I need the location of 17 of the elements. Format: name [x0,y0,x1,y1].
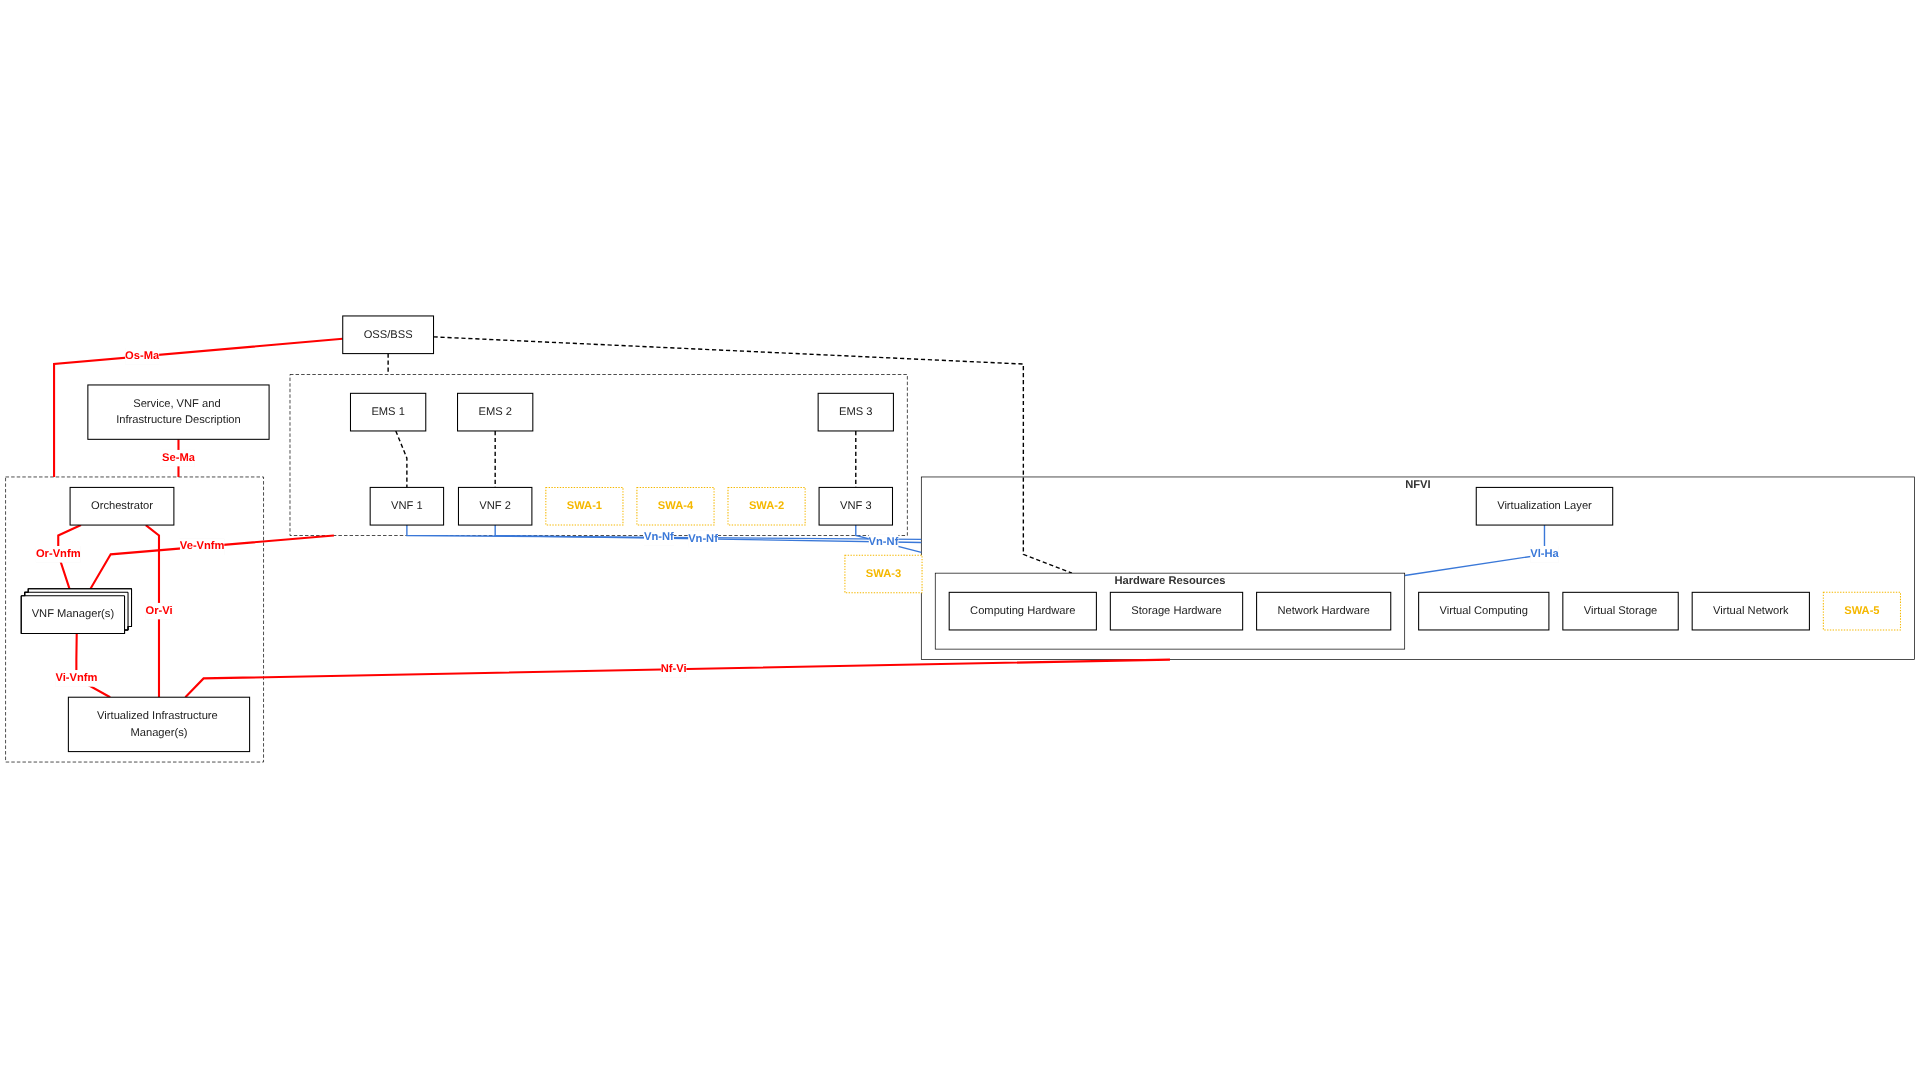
connector [177,439,180,477]
connector [395,430,408,489]
connector [145,524,161,698]
connector [53,337,343,477]
cluster [5,476,264,763]
connector [855,524,922,554]
connector [89,534,334,590]
connector [184,658,1170,698]
connector [494,430,496,489]
connector [75,633,111,699]
connector [57,524,82,590]
connector [432,336,1073,574]
connector [1404,524,1546,577]
cluster [289,374,908,536]
connector [855,430,857,489]
connector [406,524,922,541]
connector [387,352,389,376]
